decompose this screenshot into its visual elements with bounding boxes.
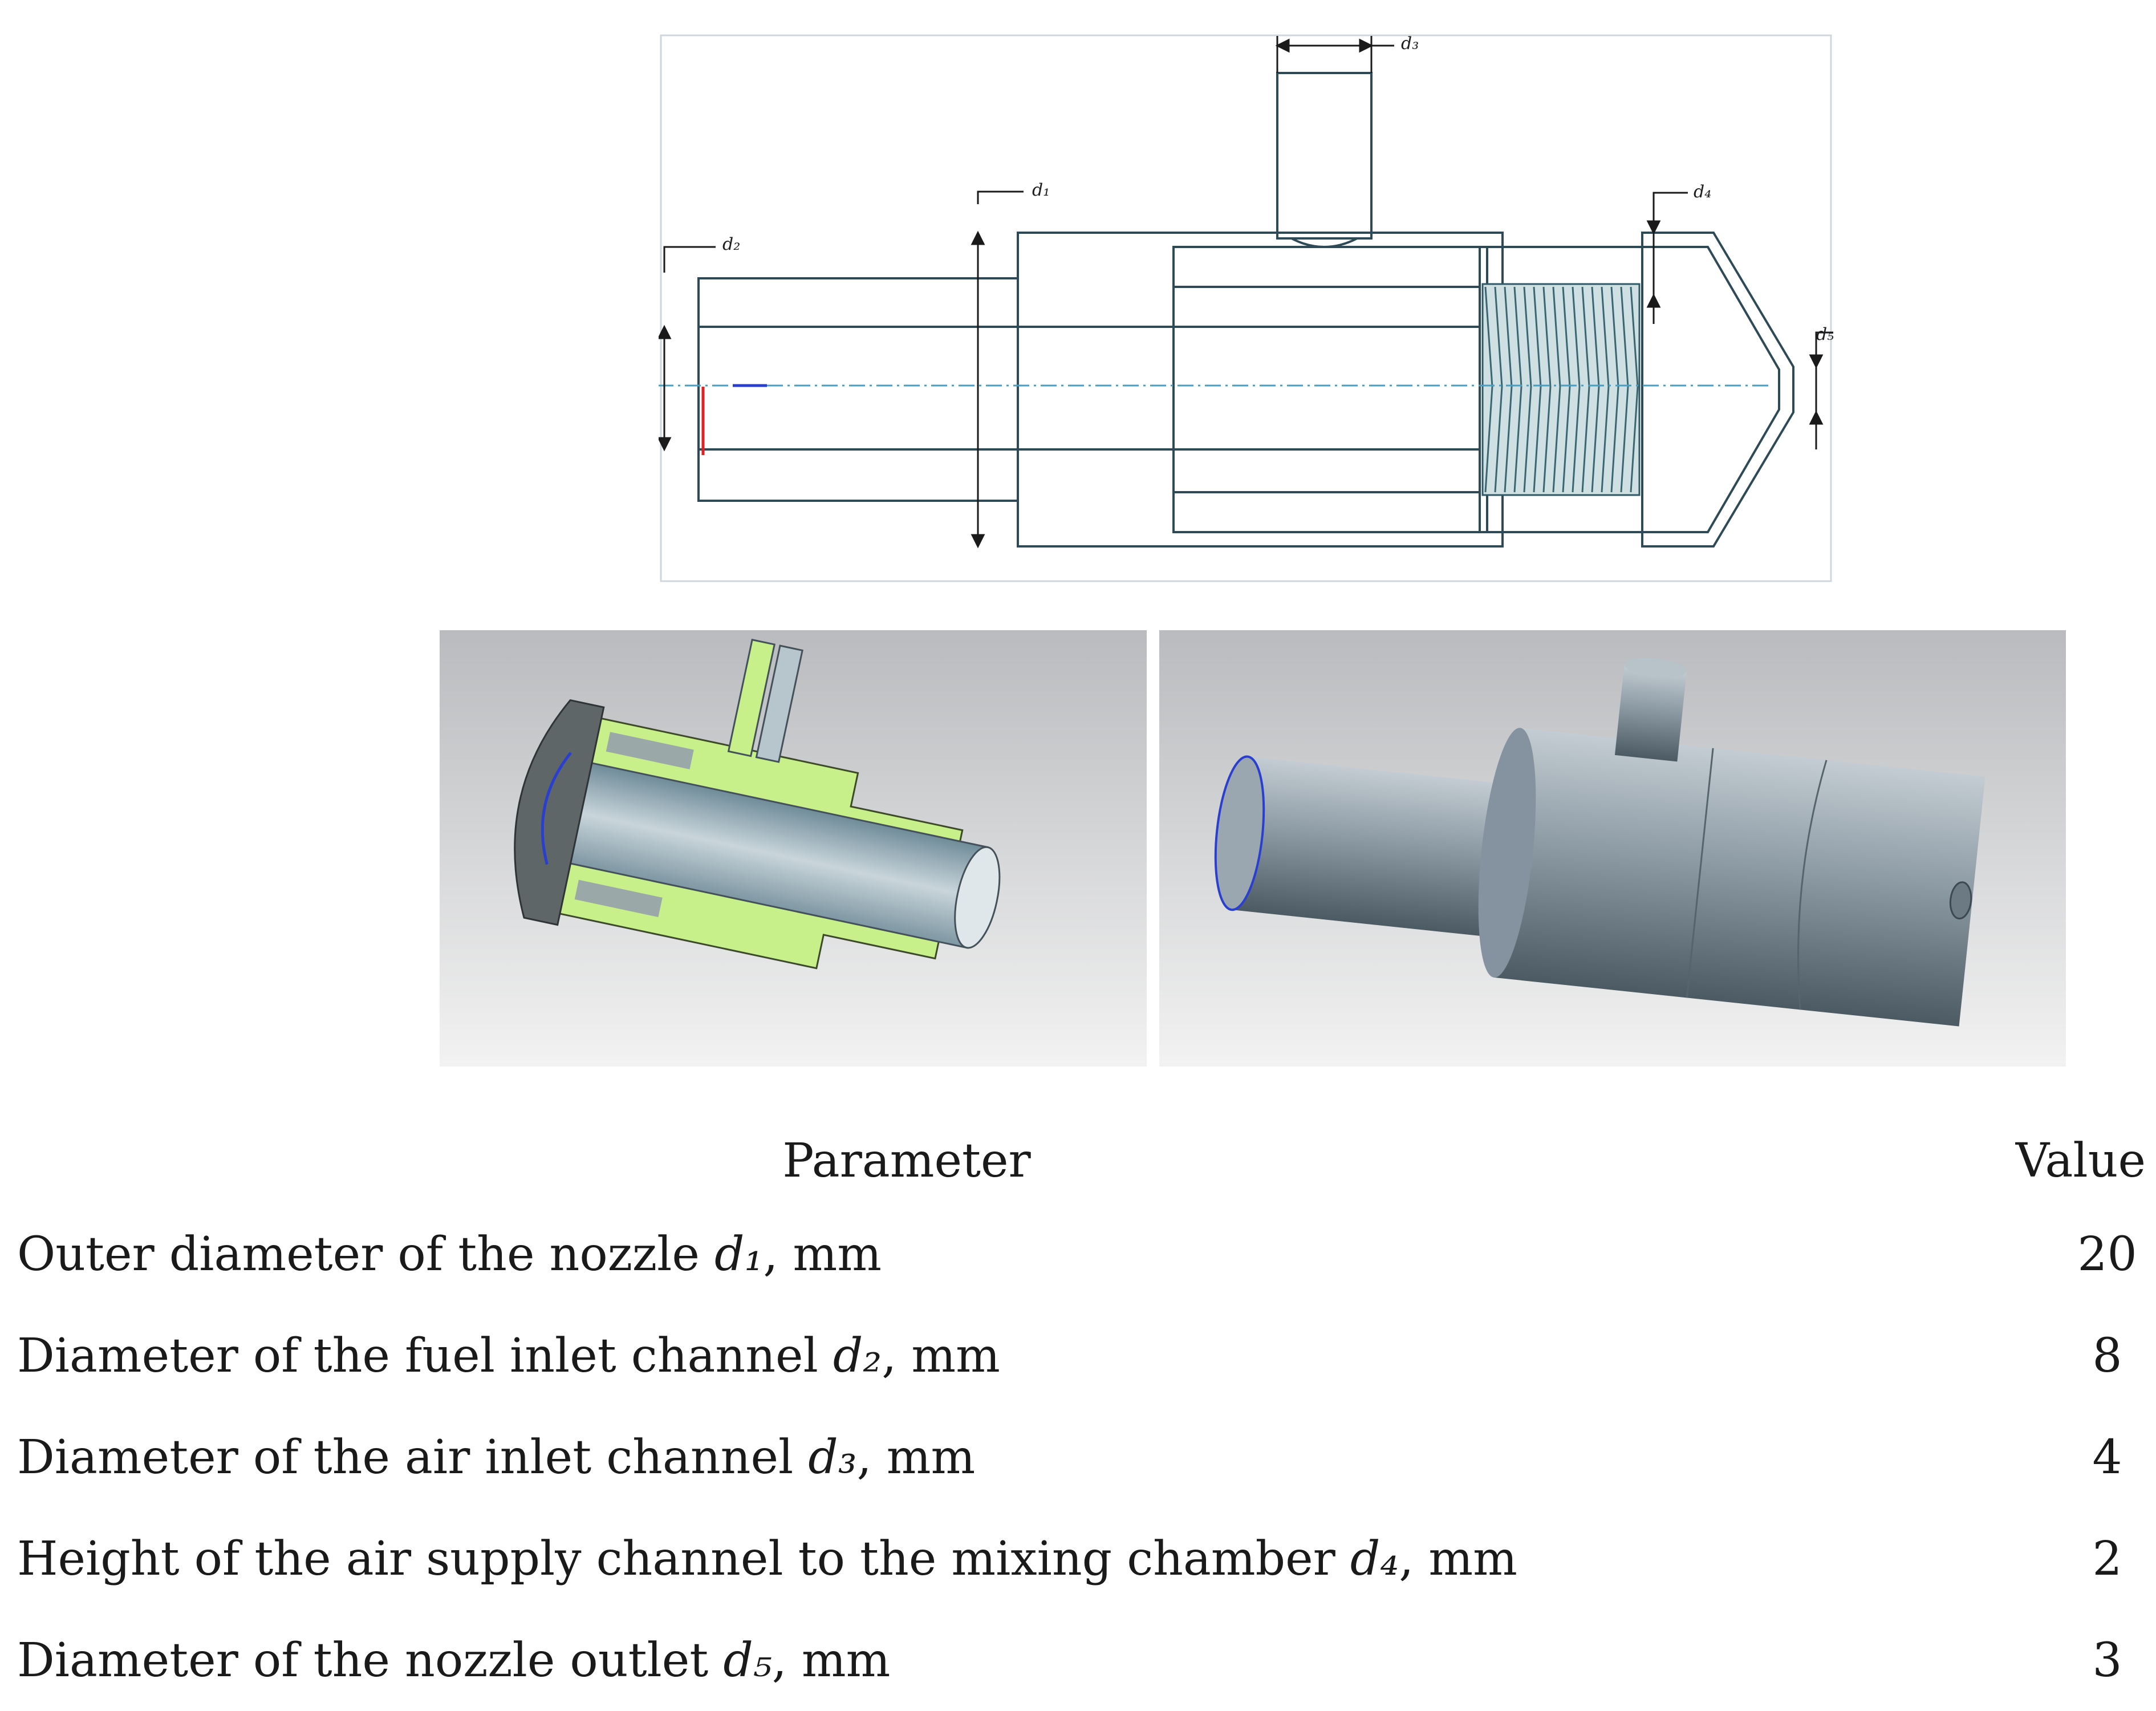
parameter-text: Diameter of the fuel inlet channel [17,1328,833,1383]
parameter-unit: , mm [856,1430,976,1485]
parameter-table: Parameter Value Outer diameter of the no… [0,1118,2156,1711]
label-d2: d₂ [722,234,740,254]
figure: d₁ d₂ d₃ d₄ d₅ [440,34,2066,1067]
parameter-text: Outer diameter of the nozzle [17,1227,714,1282]
parameter-text: Height of the air supply channel to the … [17,1531,1350,1586]
table-row: Diameter of the fuel inlet channel d₂, m… [0,1305,2156,1406]
parameter-unit: , mm [763,1227,882,1282]
label-d3: d₃ [1401,34,1419,54]
table-row: Outer diameter of the nozzle d₁, mm 20 [0,1203,2156,1305]
parameter-cell: Diameter of the air inlet channel d₃, mm [0,1406,1813,1508]
parameter-text: Diameter of the air inlet channel [17,1430,809,1485]
header-value: Value [2015,1133,2146,1188]
label-d4: d₄ [1694,182,1711,202]
value-cell: 8 [2092,1328,2122,1383]
parameter-cell: Outer diameter of the nozzle d₁, mm [0,1203,1813,1305]
label-d1: d₁ [1032,180,1050,200]
value-cell: 3 [2092,1633,2122,1688]
parameter-cell: Height of the air supply channel to the … [0,1508,1813,1609]
parameter-symbol: d₅ [723,1633,772,1688]
parameter-text: Diameter of the nozzle outlet [17,1633,724,1688]
value-cell: 20 [2077,1227,2137,1282]
table-row: Diameter of the air inlet channel d₃, mm… [0,1406,2156,1508]
value-cell: 2 [2092,1531,2122,1586]
table-row: Diameter of the nozzle outlet d₅, mm 3 [0,1609,2156,1711]
parameter-symbol: d₄ [1350,1531,1399,1586]
parameter-unit: , mm [1399,1531,1517,1586]
label-d5: d₅ [1816,325,1833,344]
parameter-cell: Diameter of the nozzle outlet d₅, mm [0,1609,1813,1711]
cutaway-3d-render [440,630,1147,1067]
parameter-symbol: d₃ [808,1430,857,1485]
parameter-unit: , mm [772,1633,891,1688]
table-row: Height of the air supply channel to the … [0,1508,2156,1609]
parameter-cell: Diameter of the fuel inlet channel d₂, m… [0,1305,1813,1406]
table-header-row: Parameter Value [0,1118,2156,1203]
exterior-3d-render [1159,630,2066,1067]
nozzle-schematic-drawing: d₁ d₂ d₃ d₄ d₅ [659,34,1833,582]
parameter-symbol: d₁ [714,1227,764,1282]
parameter-symbol: d₂ [833,1328,882,1383]
parameter-unit: , mm [882,1328,1000,1383]
header-parameter: Parameter [782,1133,1031,1188]
value-cell: 4 [2092,1430,2122,1485]
